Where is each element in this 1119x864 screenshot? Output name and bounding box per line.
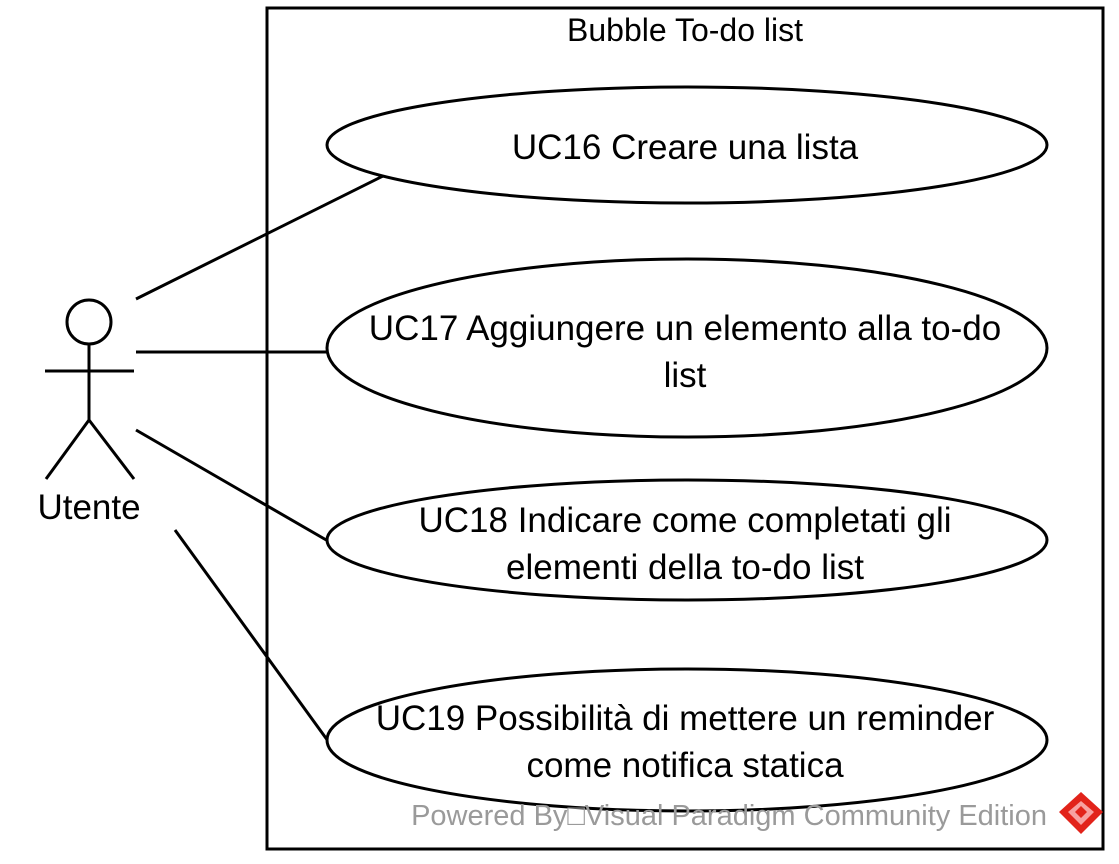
system-title: Bubble To-do list	[567, 12, 803, 48]
watermark: Powered By□Visual Paradigm Community Edi…	[411, 792, 1103, 834]
association-uc19	[173, 529, 330, 742]
watermark-text: Powered By□Visual Paradigm Community Edi…	[411, 800, 1047, 832]
use-case-label-line-2: come notifica statica	[526, 746, 844, 785]
association-uc16	[135, 174, 384, 301]
use-case-uc16[interactable]: UC16 Creare una lista	[325, 85, 1049, 205]
use-case-uc18[interactable]: UC18 Indicare come completati gli elemen…	[325, 478, 1049, 602]
use-case-label-line-1: UC18 Indicare come completati gli	[418, 501, 951, 540]
actor-head	[65, 298, 113, 346]
use-case-label-line-2: list	[664, 356, 707, 395]
use-case-label-line-1: UC19 Possibilità di mettere un reminder	[376, 699, 995, 738]
associations	[135, 174, 384, 742]
use-case-label-line-1: UC16 Creare una lista	[512, 128, 859, 167]
use-case-ellipse[interactable]	[325, 667, 1049, 813]
association-uc18	[135, 428, 329, 543]
actor-utente[interactable]: Utente	[37, 298, 141, 527]
use-case-ellipse[interactable]	[325, 85, 1049, 205]
actor-name: Utente	[37, 488, 140, 527]
use-case-ellipse[interactable]	[325, 257, 1049, 439]
actor-right-leg	[87, 419, 136, 480]
use-case-ellipse[interactable]	[325, 478, 1049, 602]
use-case-label-line-2: elementi della to-do list	[506, 548, 864, 587]
use-case-uc17[interactable]: UC17 Aggiungere un elemento alla to-do l…	[325, 257, 1049, 439]
visual-paradigm-logo-icon	[1059, 792, 1103, 834]
use-case-uc19[interactable]: UC19 Possibilità di mettere un reminder …	[325, 667, 1049, 813]
actor-left-leg	[44, 419, 91, 480]
use-case-label-line-1: UC17 Aggiungere un elemento alla to-do	[369, 309, 1001, 348]
